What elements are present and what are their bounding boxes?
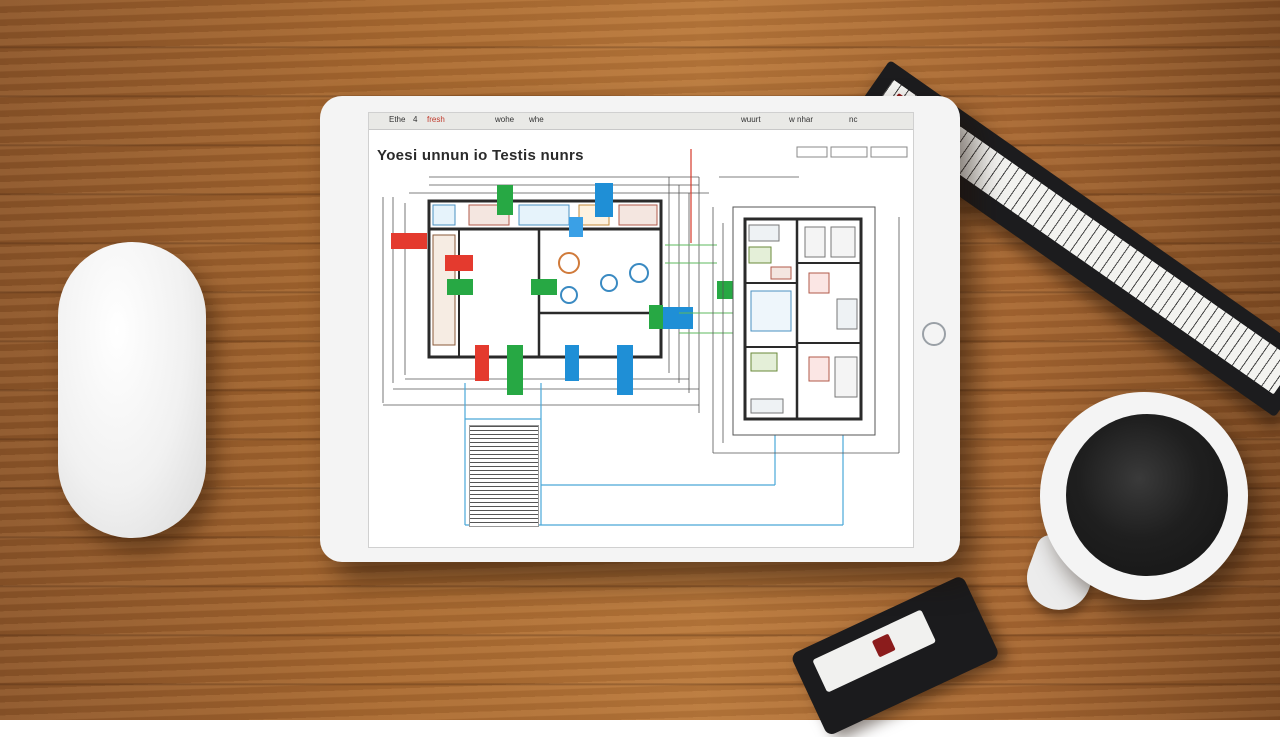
tablet: Ethe 4 fresh wohe whe wuurt w nhar nc Yo… [320,96,960,562]
app-toolbar: Ethe 4 fresh wohe whe wuurt w nhar nc [369,113,913,130]
dimension-lines [382,176,709,413]
toolbar-item[interactable]: w nhar [789,115,814,124]
connection-lines-green [665,244,739,334]
toolbar-item[interactable]: fresh [427,115,445,124]
coffee [1066,414,1228,576]
floor-plan-right [732,206,876,436]
floor-plan-drawing[interactable] [369,113,913,547]
toolbar-item[interactable]: wohe [495,115,515,124]
toolbar-item[interactable]: whe [529,115,544,124]
toolbar-item[interactable]: Ethe [389,115,406,124]
toolbar-item[interactable]: 4 [413,115,418,124]
view-button[interactable] [870,146,908,158]
drawing-title: Yoesi unnun io Testis nunrs [377,147,584,164]
home-button[interactable] [922,322,946,346]
computer-mouse [58,242,206,538]
toolbar-item[interactable]: nc [849,115,858,124]
drawing-legend [469,425,539,527]
dimension-lines-right [712,176,900,454]
coffee-mug [1040,392,1248,600]
toolbar-item[interactable]: wuurt [741,115,761,124]
view-button[interactable] [830,146,868,158]
view-button[interactable] [796,146,828,158]
tablet-screen: Ethe 4 fresh wohe whe wuurt w nhar nc Yo… [368,112,914,548]
